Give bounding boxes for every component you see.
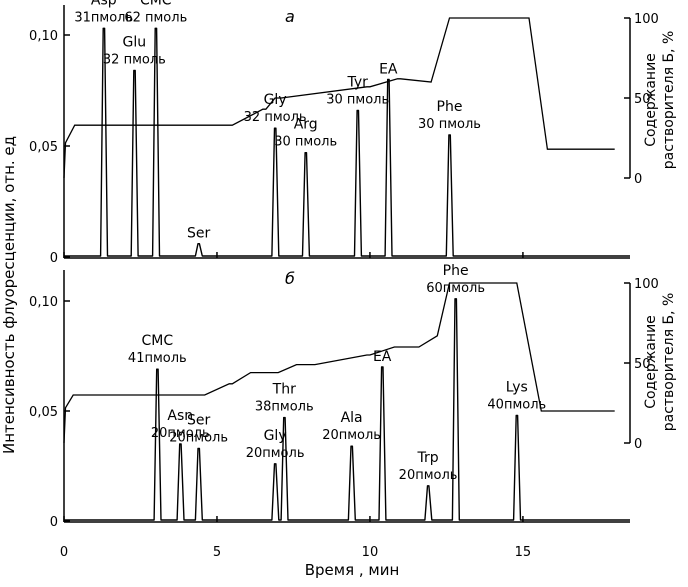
x-tick-label-2: 10 — [362, 545, 379, 560]
chromatogram-trace-0 — [64, 27, 630, 257]
peak-name-1-7: Trp — [417, 450, 439, 466]
y-tick-label-0-0: 0 — [50, 251, 58, 266]
chromatogram-trace-1 — [64, 298, 630, 521]
peak-name-1-8: Phe — [443, 263, 469, 279]
peak-name-1-0: CMC — [141, 333, 173, 349]
y-tick-label-0-2: 0,10 — [29, 29, 58, 44]
peak-amount-0-1: 32 пмоль — [103, 53, 166, 68]
gradient-line-1 — [63, 282, 615, 444]
peak-amount-0-6: 30 пмоль — [326, 92, 389, 107]
peak-name-0-7: EA — [379, 61, 398, 77]
y-axis-label: Интенсивность флуоресценции, отн. ед — [0, 136, 18, 454]
peak-name-0-6: Tyr — [346, 74, 368, 90]
peak-name-0-1: Glu — [123, 35, 147, 51]
peak-amount-1-8: 60пмоль — [426, 281, 485, 296]
peak-amount-0-5: 30 пмоль — [274, 135, 337, 150]
peak-name-1-4: Thr — [272, 382, 296, 398]
peak-amount-1-4: 38пмоль — [255, 400, 314, 415]
right-tick-label-0-2: 100 — [634, 12, 659, 27]
peak-name-1-5: Ala — [341, 410, 363, 426]
peak-amount-0-0: 31пмоль — [74, 10, 133, 25]
x-tick-label-0: 0 — [60, 545, 68, 560]
peak-amount-1-5: 20пмоль — [322, 428, 381, 443]
right-axis-label-top-line2: растворителя Б, % — [661, 31, 677, 170]
y-tick-label-1-0: 0 — [50, 515, 58, 530]
peak-name-0-2: CMC — [140, 0, 172, 8]
peak-name-1-6: EA — [373, 349, 392, 365]
right-tick-label-1-2: 100 — [634, 277, 659, 292]
right-axis-label-bottom-line1: Содержание — [643, 315, 659, 409]
right-tick-label-1-0: 0 — [634, 437, 642, 452]
peak-amount-0-4: 32 пмоль — [244, 110, 307, 125]
y-tick-label-1-2: 0,10 — [29, 295, 58, 310]
peak-amount-1-7: 20пмоль — [399, 468, 458, 483]
right-axis-label-bottom-line2: растворителя Б, % — [661, 293, 677, 432]
x-axis-label: Время , мин — [305, 561, 400, 579]
peak-name-1-9: Lys — [506, 379, 528, 395]
peak-name-0-8: Phe — [437, 99, 463, 115]
y-tick-label-0-1: 0,05 — [29, 140, 58, 155]
peak-name-1-2: Ser — [187, 412, 211, 428]
chromatogram-traces — [64, 27, 630, 521]
peak-name-0-0: Asp — [91, 0, 117, 8]
x-tick-label-3: 15 — [515, 545, 532, 560]
tick-labels: 0 0,05 0,10 0 50 100 0 0,05 0,10 0 50 100 0 5 10 15 — [29, 12, 659, 560]
gradient-line-0 — [63, 17, 615, 179]
x-tick-label-1: 5 — [213, 545, 221, 560]
peak-amount-1-9: 40пмоль — [487, 397, 546, 412]
peak-amount-1-0: 41пмоль — [128, 351, 187, 366]
y-tick-label-1-1: 0,05 — [29, 405, 58, 420]
right-tick-label-1-1: 50 — [634, 357, 651, 372]
gradient-lines — [63, 17, 615, 444]
peak-amount-1-3: 20пмоль — [246, 446, 305, 461]
right-axis-label-top-line1: Содержание — [643, 53, 659, 147]
peak-name-0-4: Gly — [264, 92, 287, 108]
right-tick-label-0-1: 50 — [634, 92, 651, 107]
peak-name-0-3: Ser — [187, 226, 211, 242]
right-tick-label-0-0: 0 — [634, 172, 642, 187]
peak-name-1-1: Asn — [167, 408, 193, 424]
peak-amount-1-1: 20пмоль — [151, 426, 210, 441]
axes-group — [63, 5, 631, 523]
panel-label-b: б — [285, 269, 295, 288]
peak-amount-0-8: 30 пмоль — [418, 117, 481, 132]
peak-name-0-5: Arg — [294, 117, 318, 133]
panel-label-a: а — [285, 7, 295, 26]
peak-amount-0-2: 62 пмоль — [124, 10, 187, 25]
peak-amount-1-2: 20пмоль — [169, 430, 228, 445]
peak-name-1-3: Gly — [264, 428, 287, 444]
